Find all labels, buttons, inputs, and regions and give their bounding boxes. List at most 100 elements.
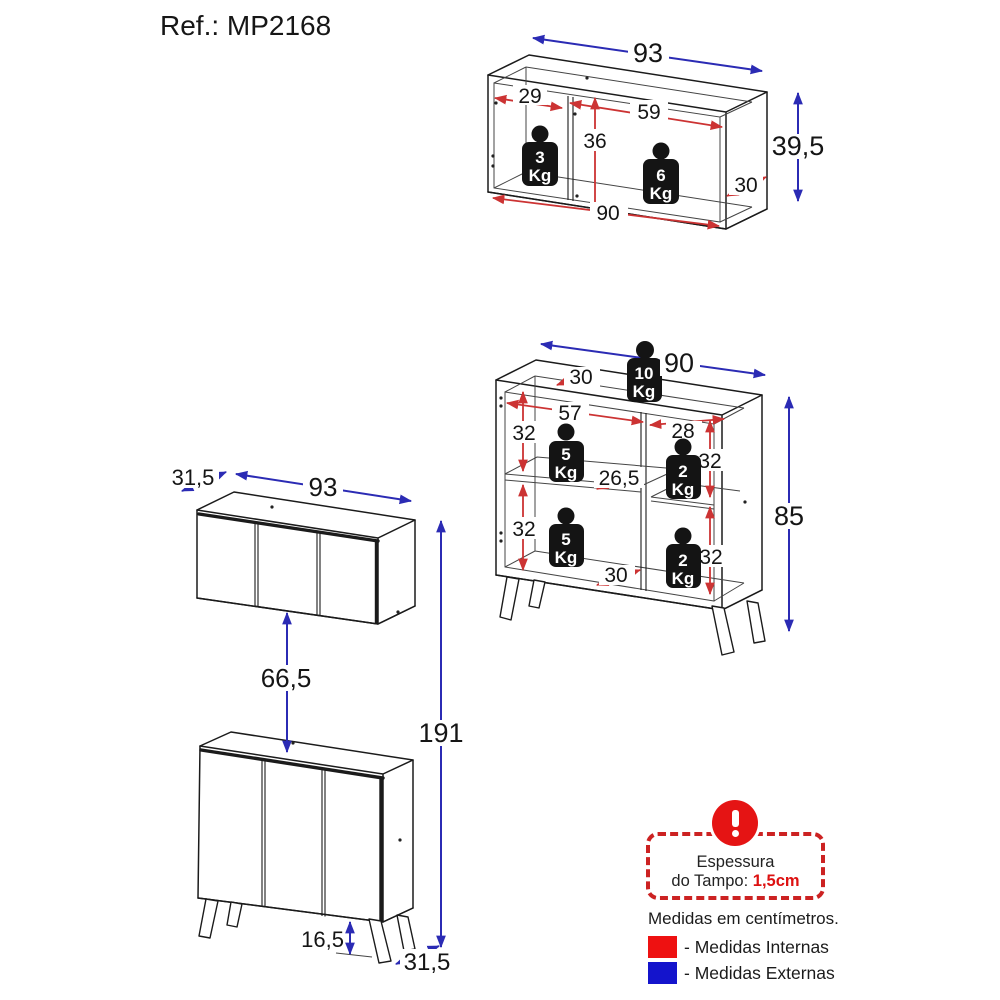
- dim-int-left-upper-height: 32: [506, 390, 541, 473]
- weight-5kg-upper: 5 Kg: [549, 423, 584, 482]
- base-cabinet-closed-drawing: 66,5 191 16,5 31,5: [197, 519, 466, 976]
- dim-label: 66,5: [261, 663, 312, 693]
- dim-label: 31,5: [172, 465, 215, 490]
- drill-dot: [291, 741, 295, 745]
- dim-ext-depth: 31,5: [167, 465, 227, 492]
- divider-lines: [640, 412, 647, 591]
- dim-wall-gap: 66,5: [257, 611, 316, 754]
- door-gaps: [254, 524, 321, 616]
- dim-label: 26,5: [599, 467, 640, 490]
- dim-int-depth: 30: [726, 174, 767, 197]
- weight-value: 6: [656, 166, 665, 185]
- drill-dot: [270, 505, 274, 509]
- weight-2kg-lower: 2 Kg: [666, 527, 701, 588]
- dim-label: 57: [558, 402, 581, 425]
- cabinet-edges: [495, 379, 763, 611]
- dim-int-right-width: 28: [648, 415, 726, 443]
- dim-label: 30: [604, 564, 627, 587]
- weight-10kg: 10 Kg: [627, 341, 662, 402]
- dim-label: 93: [309, 472, 338, 502]
- dim-label: 32: [512, 518, 535, 541]
- cabinet-silhouette: [196, 491, 416, 625]
- door-gaps: [261, 760, 326, 917]
- weight-2kg-upper: 2 Kg: [666, 438, 701, 499]
- dim-total-height: 191: [417, 519, 466, 949]
- dim-label: 28: [671, 420, 694, 443]
- weight-value: 2: [678, 551, 687, 570]
- dim-ext-width: 93: [531, 34, 764, 75]
- weight-5kg-lower: 5 Kg: [549, 507, 584, 567]
- dim-shelf-depth: 26,5: [594, 467, 644, 490]
- weight-value: 3: [535, 148, 544, 167]
- dim-label: 29: [518, 85, 541, 108]
- page-title: Ref.: MP2168: [160, 10, 332, 41]
- drill-dot: [398, 838, 402, 842]
- drill-dot: [494, 101, 498, 105]
- dim-label: 32: [512, 422, 535, 445]
- weight-unit: Kg: [650, 184, 673, 203]
- weight-unit: Kg: [633, 382, 656, 401]
- weight-6kg: 6 Kg: [643, 142, 679, 204]
- dim-label: 30: [734, 174, 757, 197]
- dim-label: 32: [699, 546, 722, 569]
- dim-ext-width: 90: [660, 348, 700, 378]
- weight-unit: Kg: [555, 548, 578, 567]
- floor-tick: [335, 952, 373, 958]
- weight-unit: Kg: [672, 480, 695, 499]
- cabinet-edges: [197, 745, 414, 923]
- dim-label: 16,5: [301, 927, 344, 952]
- dim-int-width: 90: [491, 194, 721, 230]
- dim-label: 90: [664, 348, 694, 378]
- dim-bottom-depth: 30: [595, 564, 642, 587]
- weight-value: 10: [635, 364, 654, 383]
- door-top-edge: [197, 512, 380, 543]
- weight-value: 2: [678, 462, 687, 481]
- dim-label: 30: [569, 366, 592, 389]
- weight-value: 5: [561, 530, 570, 549]
- dim-label: 32: [698, 450, 721, 473]
- dim-label: 90: [596, 202, 619, 225]
- drill-dot: [499, 396, 503, 400]
- shelf-right: [650, 482, 741, 510]
- dim-ext-height: 39,5: [770, 91, 826, 203]
- dim-label: 36: [583, 130, 606, 153]
- drill-dot: [575, 194, 579, 198]
- drill-dot: [743, 500, 747, 504]
- drill-dot: [499, 404, 503, 408]
- dim-top-depth: 30: [555, 366, 600, 389]
- weight-value: 5: [561, 445, 570, 464]
- cabinet-legs: [499, 576, 766, 656]
- drill-dot: [499, 539, 503, 543]
- dim-label: 39,5: [772, 131, 825, 161]
- drill-dot: [396, 610, 400, 614]
- dim-int-left-width: 57: [505, 399, 645, 426]
- weight-3kg: 3 Kg: [522, 125, 558, 186]
- base-cabinet-open-drawing: 30 57 28 32 32: [495, 340, 810, 656]
- dim-int-left-width: 29: [493, 85, 564, 112]
- weight-unit: Kg: [672, 569, 695, 588]
- drill-dot: [491, 164, 495, 168]
- dim-leg-height: 16,5: [301, 920, 355, 956]
- dim-label: 31,5: [404, 949, 451, 976]
- wall-cabinet-open-drawing: 29 59 36 30 90: [487, 34, 826, 230]
- dim-label: 85: [774, 501, 804, 531]
- dim-ext-depth: 31,5: [395, 945, 455, 976]
- wall-cabinet-closed-drawing: 31,5 93: [167, 465, 416, 625]
- weight-unit: Kg: [555, 463, 578, 482]
- dim-label: 59: [637, 101, 660, 124]
- dim-ext-width: 93: [234, 470, 413, 505]
- cabinet-edges: [487, 74, 768, 230]
- door-top-edge: [199, 748, 385, 780]
- drill-dot: [499, 531, 503, 535]
- dim-int-right-upper-height: 32: [693, 419, 728, 499]
- weight-unit: Kg: [529, 166, 552, 185]
- dim-int-left-lower-height: 32: [506, 483, 541, 572]
- drill-dot: [491, 154, 495, 158]
- dim-label: 191: [418, 718, 463, 748]
- dim-int-right-lower-height: 32: [694, 505, 729, 596]
- drill-dot: [573, 112, 577, 116]
- cabinet-legs: [198, 898, 416, 964]
- dim-label: 93: [633, 38, 663, 68]
